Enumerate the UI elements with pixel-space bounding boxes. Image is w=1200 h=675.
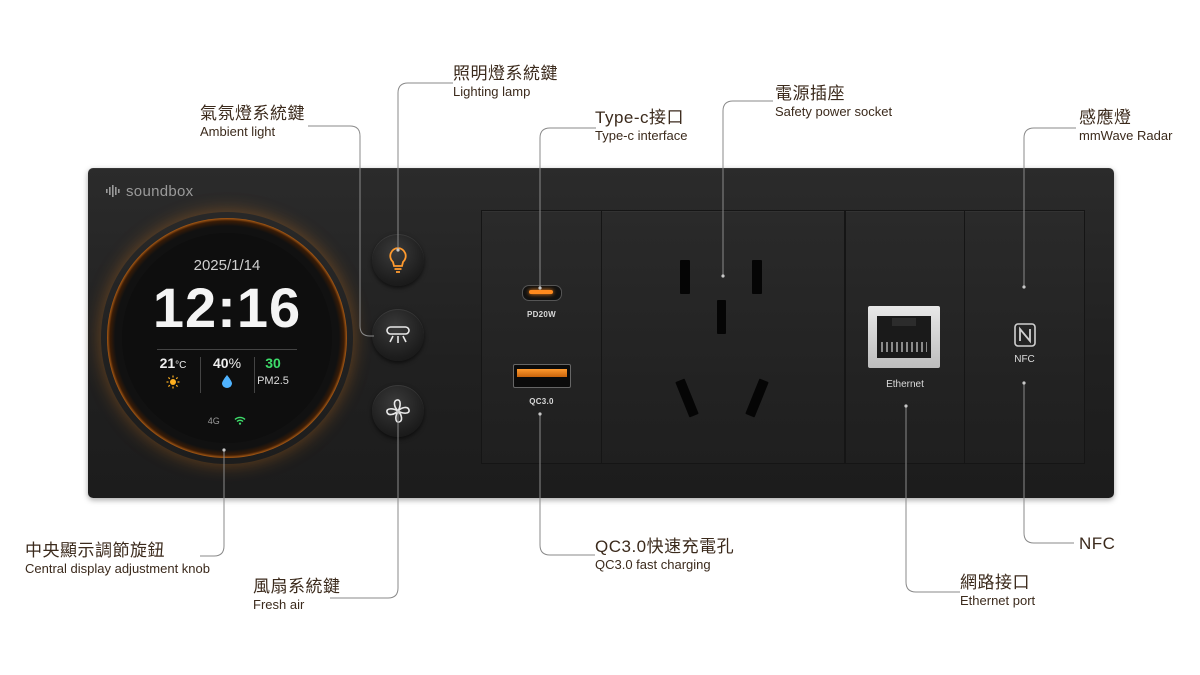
pm25-widget: 30 PM2.5	[250, 355, 296, 387]
usb-module: PD20W QC3.0	[481, 210, 602, 464]
nfc-tag: NFC	[1014, 354, 1035, 365]
ethernet-port[interactable]	[868, 306, 940, 368]
callout-ethernet-cn: 網路接口	[960, 573, 1030, 592]
humidity-unit: %	[228, 355, 242, 371]
callout-qc: QC3.0快速充電孔 QC3.0 fast charging	[595, 537, 734, 573]
callout-typec-cn: Type-c接口	[595, 108, 685, 127]
callout-power: 電源插座 Safety power socket	[775, 84, 892, 120]
status-bar: 4G	[122, 416, 332, 426]
lighting-button[interactable]	[372, 234, 424, 286]
callout-power-cn: 電源插座	[775, 84, 845, 103]
temperature-value: 21	[159, 355, 176, 371]
socket-slot	[717, 300, 726, 334]
usb-c-tag: PD20W	[526, 310, 557, 319]
pm25-label: PM2.5	[257, 375, 289, 387]
ethernet-tag: Ethernet	[886, 379, 924, 390]
network-label: 4G	[207, 416, 220, 426]
callout-knob-cn: 中央顯示調節旋鈕	[25, 541, 165, 560]
callout-lighting-cn: 照明燈系統鍵	[453, 64, 558, 83]
ambient-light-button[interactable]	[372, 309, 424, 361]
callout-knob: 中央顯示調節旋鈕 Central display adjustment knob	[25, 541, 210, 577]
callout-nfc-cn: NFC	[1079, 534, 1116, 553]
callout-radar-en: mmWave Radar	[1079, 128, 1173, 143]
humidity-value: 40	[212, 355, 229, 371]
usb-a-port[interactable]	[513, 364, 571, 388]
temperature-widget: 21°C	[150, 355, 196, 392]
wifi-icon	[234, 416, 246, 425]
display-time: 12:16	[152, 276, 302, 339]
callout-qc-cn: QC3.0快速充電孔	[595, 537, 735, 556]
nfc-icon	[1014, 323, 1036, 347]
callout-typec-en: Type-c interface	[595, 128, 688, 143]
display-divider-vertical	[200, 357, 201, 393]
callout-fan: 風扇系統鍵 Fresh air	[253, 577, 341, 613]
callout-power-en: Safety power socket	[775, 104, 893, 119]
temperature-unit: °C	[175, 360, 187, 371]
display-divider-vertical	[254, 357, 255, 393]
usb-a-tag: QC3.0	[529, 397, 554, 406]
soundwave-icon	[106, 185, 120, 197]
round-display: 2025/1/14 12:16 21°C 40% 30 P	[122, 233, 332, 443]
callout-typec: Type-c接口 Type-c interface	[595, 108, 688, 144]
bulb-icon	[389, 247, 407, 273]
callout-ambient-cn: 氣氛燈系統鍵	[200, 104, 305, 123]
callout-ambient: 氣氛燈系統鍵 Ambient light	[200, 104, 305, 140]
callout-radar-cn: 感應燈	[1079, 108, 1132, 127]
socket-slot	[680, 260, 690, 294]
callout-fan-en: Fresh air	[253, 597, 305, 612]
ethernet-module: Ethernet	[845, 210, 965, 464]
callout-qc-en: QC3.0 fast charging	[595, 557, 711, 572]
pm25-value: 30	[265, 355, 281, 371]
socket-slot	[752, 260, 762, 294]
brand-name: soundbox	[126, 183, 194, 200]
callout-knob-en: Central display adjustment knob	[25, 561, 210, 576]
callout-nfc: NFC	[1079, 534, 1115, 554]
humidity-widget: 40%	[204, 355, 250, 391]
sun-icon	[166, 375, 180, 389]
callout-radar: 感應燈 mmWave Radar	[1079, 108, 1172, 144]
display-divider	[157, 349, 297, 350]
display-date: 2025/1/14	[193, 257, 261, 274]
droplet-icon	[222, 375, 232, 388]
fan-icon	[386, 399, 410, 423]
callout-ethernet-en: Ethernet port	[960, 593, 1036, 608]
callout-lighting: 照明燈系統鍵 Lighting lamp	[453, 64, 558, 100]
callout-lighting-en: Lighting lamp	[453, 84, 531, 99]
callout-ethernet: 網路接口 Ethernet port	[960, 573, 1035, 609]
brand-logo: soundbox	[106, 183, 193, 200]
ambient-lamp-icon	[386, 326, 410, 343]
usb-c-port[interactable]	[522, 285, 562, 301]
callout-fan-cn: 風扇系統鍵	[253, 577, 341, 596]
callout-ambient-en: Ambient light	[200, 124, 276, 139]
